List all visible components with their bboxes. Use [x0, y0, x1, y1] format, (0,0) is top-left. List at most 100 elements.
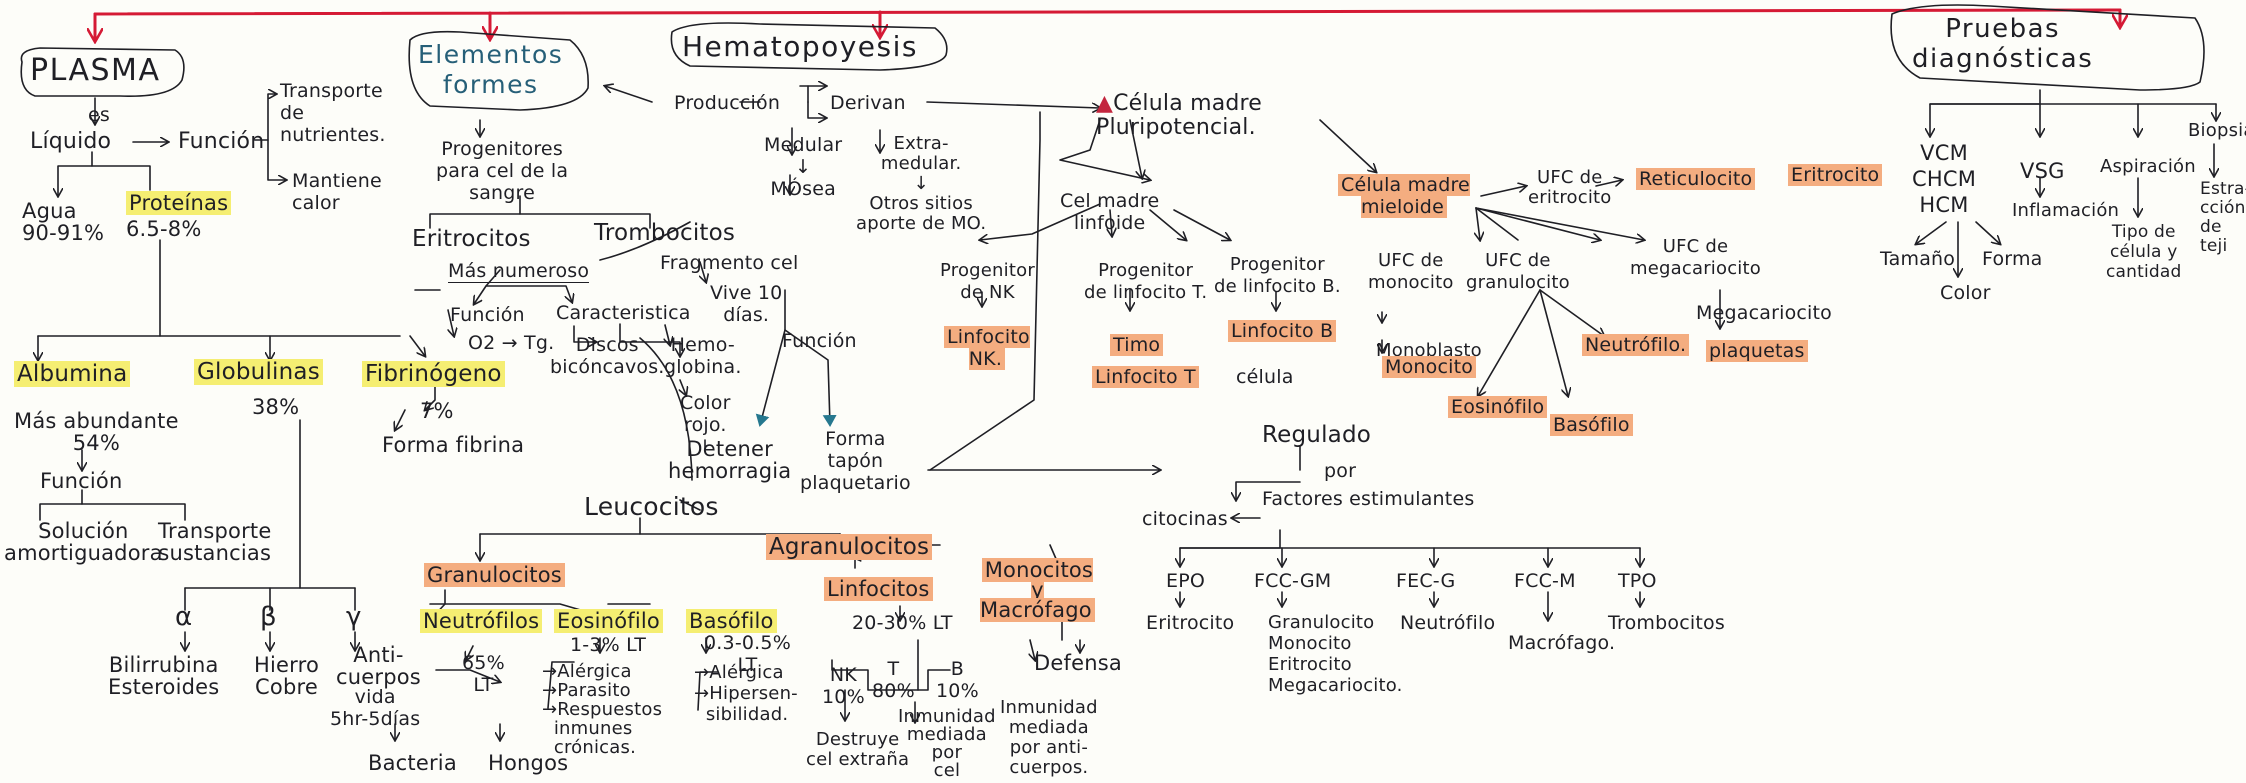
node-megacariocito: Megacariocito	[1696, 302, 1832, 324]
node-albumina: Albumina	[14, 361, 131, 387]
node-fcc-m-desc: Macrófago.	[1508, 632, 1616, 654]
node-destruye: Destruye cel extraña	[806, 729, 910, 770]
node-monoblasto: Monoblasto	[1376, 340, 1482, 361]
node-b: B 10%	[936, 658, 979, 702]
node-linfocito-nk: Linfocito NK.	[944, 326, 1030, 370]
node-funcion-eritrocito: Función	[450, 304, 525, 326]
title-plasma: PLASMA	[30, 53, 161, 88]
node-albumina-desc: Más abundante 54%	[14, 409, 179, 455]
node-ufc-eritrocito: UFC de eritrocito	[1528, 167, 1612, 208]
node-aspiracion: Aspiración	[2100, 156, 2196, 177]
node-ufc-megacariocito: UFC de megacariocito	[1630, 236, 1761, 279]
node-nk: NK 10%	[822, 664, 865, 708]
node-linfocitos-pct: 20-30% LT	[852, 612, 953, 634]
node-eosinofilo: Eosinófilo	[554, 609, 663, 633]
node-discos-biconcavos: Discos bicóncavos.	[550, 334, 665, 378]
node-progenitores: Progenitores para cel de la sangre	[436, 138, 569, 204]
node-fibrinogeno: Fibrinógeno	[362, 361, 505, 387]
node-eritrocito: Eritrocito	[1788, 164, 1883, 186]
node-progenitor-t: Progenitor de linfocito T.	[1084, 260, 1208, 303]
node-solucion-amortiguadora: Solución amortiguadora	[4, 519, 163, 565]
node-vive-10-dias: Vive 10 días.	[710, 282, 783, 326]
node-timo: Timo	[1110, 334, 1164, 356]
node-progenitor-b: Progenitor de linfocito B.	[1214, 254, 1341, 297]
node-eosinofilo-pct: 1-3% LT	[570, 634, 647, 656]
node-caracteristica: Caracteristica	[556, 302, 691, 324]
node-tpo-desc: Trombocitos	[1608, 612, 1725, 634]
node-globulinas-pct: 38%	[252, 395, 300, 419]
title-elementos-formes: Elementos formes	[418, 40, 564, 99]
node-inmunidad-anticuerpos: Inmunidad mediada por anti- cuerpos.	[1000, 697, 1098, 778]
node-transporte-nutrientes: Transporte de nutrientes.	[280, 80, 386, 146]
node-defensa: Defensa	[1034, 651, 1122, 675]
node-celula: célula	[1236, 366, 1294, 388]
node-funcion-trombocito: Función	[782, 330, 857, 352]
node-basofilo: Basófilo	[686, 609, 777, 633]
node-linfocito-t: Linfocito T	[1092, 366, 1199, 388]
node-hemoglobina: Hemo- globina.	[664, 334, 742, 378]
node-mas-numeroso: Más numeroso	[448, 260, 590, 283]
node-tamano: Tamaño	[1880, 248, 1956, 270]
node-detener-hemorragia: Detener hemorragia	[668, 437, 792, 483]
node-mantiene-calor: Mantiene calor	[292, 170, 382, 214]
node-tipo-celula: Tipo de célula y cantidad	[2106, 222, 2182, 282]
node-beta-desc: Hierro Cobre	[254, 653, 320, 699]
node-medular: Medular ↓ MÓsea	[764, 134, 843, 200]
node-eritrocitos: Eritrocitos	[412, 226, 531, 252]
node-derivan: Derivan	[830, 92, 906, 114]
node-forma-prueba: Forma	[1982, 248, 2043, 270]
node-basofilo-pct: 0.3-0.5% LT	[704, 632, 791, 676]
node-fcc-gm-desc: Granulocito Monocito Eritrocito Megacari…	[1268, 612, 1403, 696]
node-neutrofilos-pct: 65% LT	[462, 652, 505, 696]
title-hematopoyesis: Hematopoyesis	[682, 30, 918, 63]
node-o2-tg: O2 → Tg.	[468, 332, 555, 354]
node-alfa-desc: Bilirrubina Esteroides	[108, 653, 220, 699]
node-agranulocitos: Agranulocitos	[766, 534, 933, 560]
node-granulocitos: Granulocitos	[424, 563, 565, 587]
node-linfocitos: Linfocitos	[824, 577, 933, 601]
node-neutrofilo-hemato: Neutrófilo.	[1582, 334, 1690, 356]
node-eosinofilo-desc: →Alérgica →Parasito →Respuestos inmunes …	[542, 661, 663, 758]
node-fragmento-cel: Fragmento cel	[660, 252, 799, 274]
node-trombocitos: Trombocitos	[594, 220, 736, 246]
node-vsg: VSG	[2020, 159, 2065, 183]
node-gamma: γ	[346, 602, 362, 632]
node-estratificacion: Estra- cción de teji	[2200, 179, 2246, 256]
label-es: es	[88, 104, 110, 126]
node-inflamacion: Inflamación	[2012, 200, 2120, 221]
node-leucocitos: Leucocitos	[584, 492, 719, 521]
node-proteinas: Proteínas	[126, 191, 232, 215]
node-fcc-m: FCC-M	[1514, 570, 1576, 592]
node-bacteria: Bacteria	[368, 751, 457, 775]
node-biopsia: Biopsia	[2188, 120, 2246, 141]
node-agua: Agua 90-91%	[22, 199, 105, 245]
node-albumina-funcion: Función	[40, 469, 123, 493]
node-basofilo-hemato: Basófilo	[1550, 414, 1633, 436]
node-regulado: Regulado	[1262, 422, 1372, 448]
node-tpo: TPO	[1618, 570, 1657, 592]
node-produccion: Producción	[674, 92, 781, 114]
node-gamma-desc: Anti- cuerpos	[336, 643, 421, 689]
node-basofilo-desc: →Alérgica →Hipersen- sibilidad.	[694, 662, 798, 725]
node-vida-neutrofilo: vida 5hr-5días	[330, 686, 421, 730]
node-funcion-plasma: Función	[178, 129, 265, 154]
node-fec-g-desc: Neutrófilo	[1400, 612, 1496, 634]
node-hongos: Hongos	[488, 751, 569, 775]
node-fec-g: FEC-G	[1396, 570, 1456, 592]
node-cel-madre-linfoide: Cel madre linfoide	[1060, 190, 1160, 234]
node-transporte-sustancias: Transporte sustancias	[158, 519, 272, 565]
node-color-prueba: Color	[1940, 282, 1991, 304]
node-progenitor-nk: Progenitor de NK	[940, 260, 1035, 303]
node-proteinas-pct: 6.5-8%	[126, 217, 202, 241]
node-epo: EPO	[1166, 570, 1206, 592]
node-factores-estimulantes: Factores estimulantes	[1262, 488, 1475, 510]
node-alfa: α	[175, 602, 193, 632]
node-monocito: Monocito	[1382, 356, 1477, 378]
node-ufc-granulocito: UFC de granulocito	[1466, 250, 1570, 293]
node-eosinofilo-hemato: Eosinófilo	[1448, 396, 1548, 418]
node-liquido: Líquido	[30, 129, 112, 154]
node-fcc-gm: FCC-GM	[1254, 570, 1332, 592]
node-extramedular: Extra- medular. ↓ Otros sitios aporte de…	[856, 133, 987, 234]
